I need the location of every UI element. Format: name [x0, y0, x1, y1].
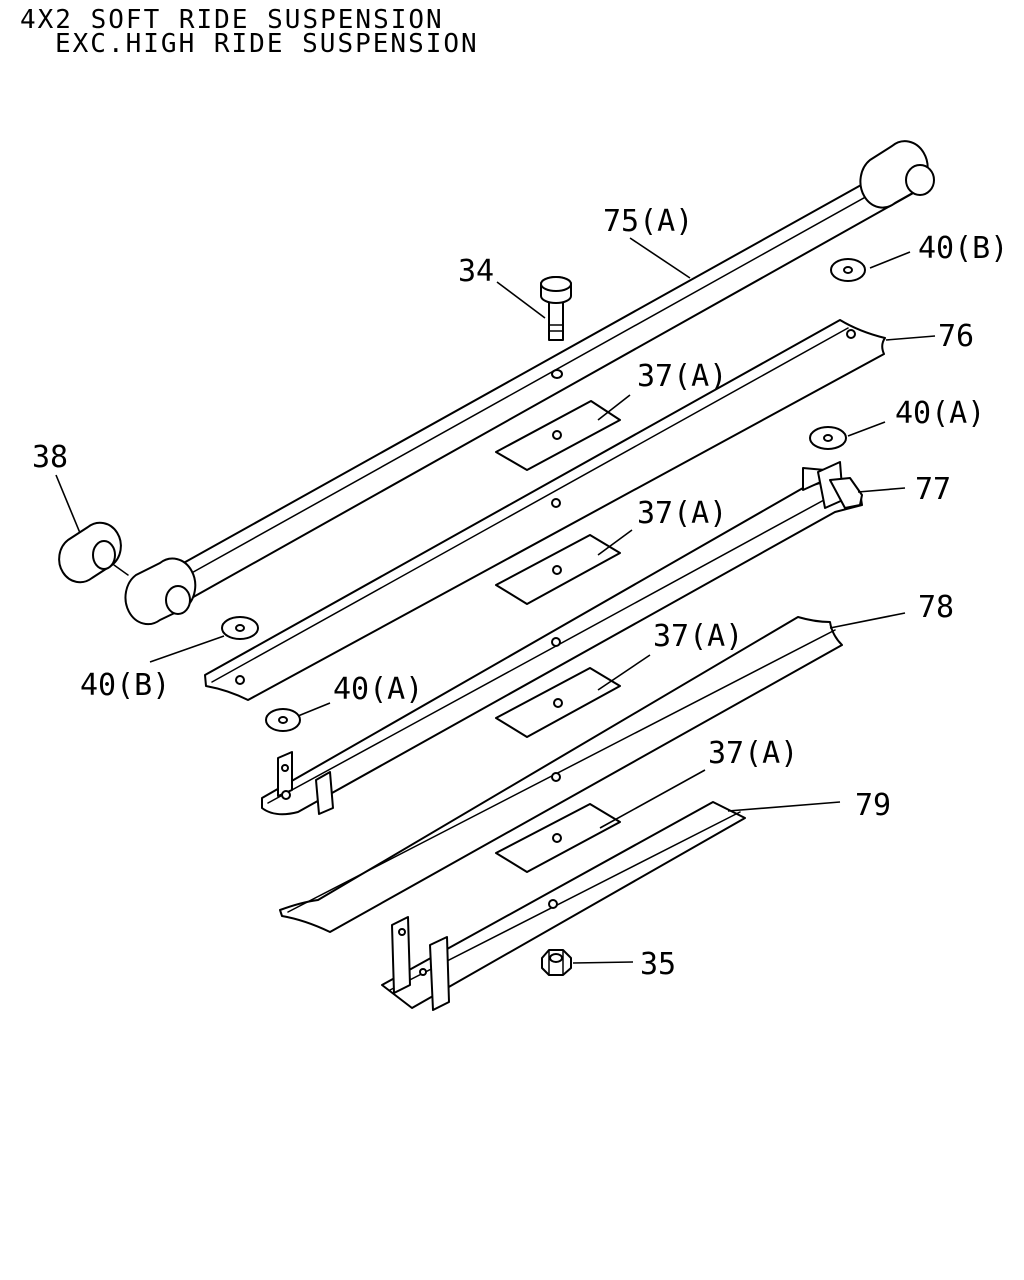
callout-79: 79	[855, 788, 891, 823]
washer-40a-left	[265, 708, 301, 732]
callout-40a-top: 40(A)	[895, 396, 985, 431]
leaf-76	[204, 319, 886, 701]
callout-76: 76	[938, 319, 974, 354]
insulator-37a-4	[495, 803, 621, 873]
leaf-75	[124, 140, 935, 626]
washer-40b-top	[830, 258, 866, 282]
callout-34: 34	[458, 254, 494, 289]
hole-78	[551, 772, 561, 782]
insulator-37a-3	[495, 667, 621, 738]
bushing-38	[58, 521, 129, 584]
leaf-79	[381, 801, 746, 1011]
title-line-2: EXC.HIGH RIDE SUSPENSION	[55, 29, 479, 59]
leader-lines	[55, 237, 936, 964]
leaf-77	[261, 461, 863, 816]
callout-37a-1: 37(A)	[637, 359, 727, 394]
center-bolt-34	[540, 276, 572, 341]
callout-35: 35	[640, 947, 676, 982]
title-line-1: 4X2 SOFT RIDE SUSPENSION	[20, 5, 444, 35]
callout-40b-left: 40(B)	[80, 668, 170, 703]
callout-38: 38	[32, 440, 68, 475]
insulator-37a-1	[495, 400, 621, 471]
callout-75a: 75(A)	[603, 204, 693, 239]
hole-77	[551, 637, 561, 647]
callout-37a-3: 37(A)	[653, 619, 743, 654]
callout-77: 77	[915, 472, 951, 507]
washer-40a-top	[809, 426, 847, 450]
insulator-37a-2	[495, 534, 621, 605]
callout-40a-left: 40(A)	[333, 672, 423, 707]
callout-40b-top: 40(B)	[918, 231, 1008, 266]
callout-37a-2: 37(A)	[637, 496, 727, 531]
leaf-78	[279, 616, 843, 933]
hole-76	[551, 498, 561, 508]
nut-35	[541, 949, 572, 976]
callout-78: 78	[918, 590, 954, 625]
washer-40b-left	[221, 616, 259, 640]
callout-37a-4: 37(A)	[708, 736, 798, 771]
